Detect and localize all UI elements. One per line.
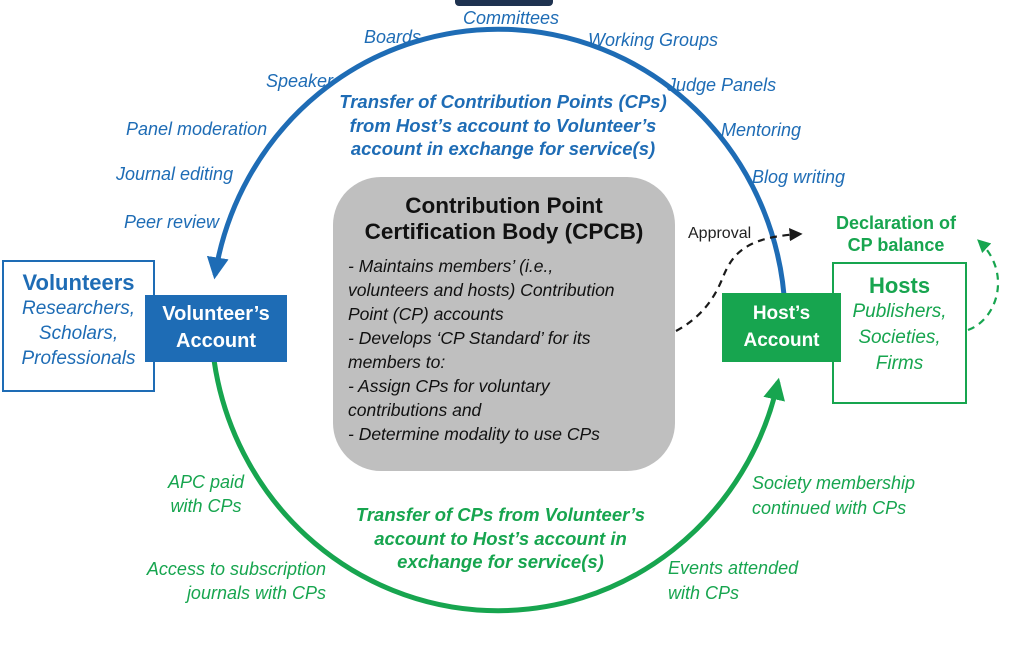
cpcb-title: Contribution Point Certification Body (C… [364, 193, 644, 244]
service-label-blog-writing: Blog writing [752, 167, 846, 187]
service-label-panel-moderation: Panel moderation [126, 119, 268, 139]
blue-transfer-arc [206, 26, 788, 311]
volunteers-title: Volunteers [22, 270, 135, 295]
cpcb-body: - Maintains members’ (i.e., volunteers a… [348, 256, 615, 444]
approval-dashed-arrow [675, 228, 803, 332]
cp-use-label-apc: APC paid with CPs [167, 472, 245, 516]
blue-transfer-caption: Transfer of Contribution Points (CPs) fr… [339, 91, 667, 159]
service-label-working-groups: Working Groups [588, 30, 719, 50]
hosts-box: Hosts Publishers, Societies, Firms [832, 262, 967, 404]
cp-use-label-events: Events attended with CPs [668, 558, 799, 603]
cp-use-label-subscription: Access to subscription journals with CPs [146, 559, 326, 603]
approval-label: Approval [688, 225, 752, 242]
cropped-title-fragment [455, 0, 553, 6]
green-transfer-caption: Transfer of CPs from Volunteer’s account… [355, 504, 646, 572]
service-label-mentoring: Mentoring [721, 120, 802, 140]
service-label-judge-panels: Judge Panels [667, 75, 777, 95]
service-label-committees: Committees [463, 8, 560, 28]
volunteers-box: Volunteers Researchers, Scholars, Profes… [2, 260, 155, 392]
declaration-dashed-arrow [967, 239, 1000, 332]
host-account-box: Host’s Account [722, 293, 841, 362]
declaration-label: Declaration of CP balance [835, 213, 957, 255]
service-label-journal-editing: Journal editing [116, 164, 234, 184]
cp-use-label-society: Society membership continued with CPs [752, 473, 916, 518]
service-label-peer-review: Peer review [124, 212, 220, 232]
hosts-title: Hosts [868, 273, 931, 298]
volunteer-account-box: Volunteer’s Account [145, 295, 287, 362]
green-transfer-arc [211, 359, 785, 614]
service-label-speaker: Speaker [266, 71, 334, 91]
hosts-subtitle: Publishers, Societies, Firms [852, 301, 947, 374]
cpcb-box: Contribution Point Certification Body (C… [333, 177, 675, 471]
volunteers-subtitle: Researchers, Scholars, Professionals [21, 298, 136, 369]
service-label-boards: Boards [364, 27, 422, 47]
